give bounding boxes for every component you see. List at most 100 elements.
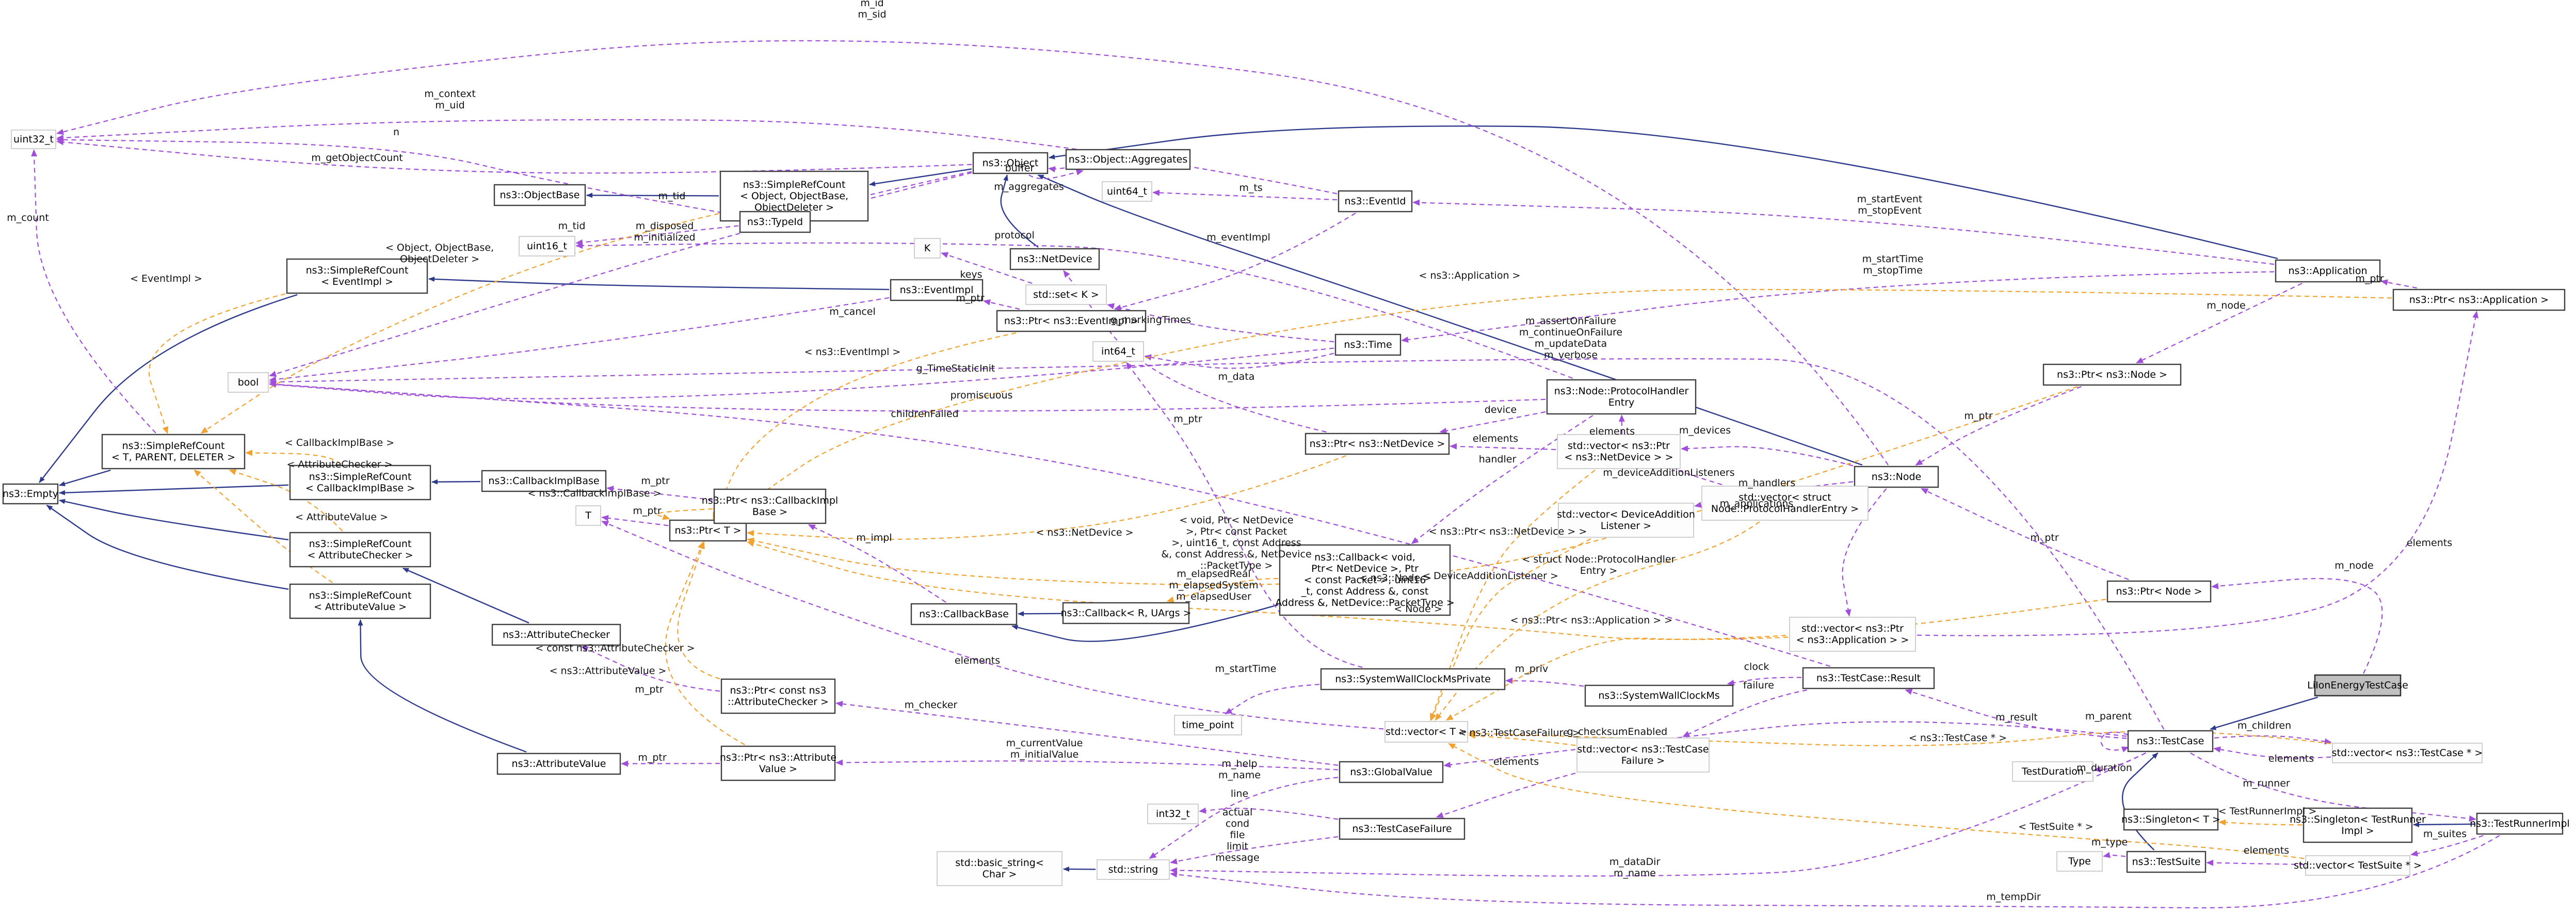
edge-label-constns3AttributeChecker: < const ns3::AttributeChecker > bbox=[535, 643, 695, 654]
node-t[interactable]: T bbox=[575, 505, 601, 526]
node-vec_t[interactable]: std::vector< T > bbox=[1384, 721, 1468, 743]
node-tcfailure[interactable]: ns3::TestCaseFailure bbox=[1339, 817, 1466, 840]
node-eventimpl[interactable]: ns3::EventImpl bbox=[890, 279, 984, 301]
node-set_k[interactable]: std::set< K > bbox=[1025, 284, 1107, 305]
node-ptr_node_b[interactable]: ns3::Ptr< Node > bbox=[2106, 580, 2212, 603]
edge-vec_ptrapp-vec_t bbox=[1445, 636, 1789, 721]
edge-src_ei-empty bbox=[39, 294, 298, 483]
node-bool[interactable]: bool bbox=[228, 372, 269, 393]
svg-text:std::vector< ns3::TestCase * >: std::vector< ns3::TestCase * > bbox=[2332, 747, 2483, 759]
node-typeid[interactable]: ns3::TypeId bbox=[739, 211, 811, 233]
node-ptr_netdevice[interactable]: ns3::Ptr< ns3::NetDevice > bbox=[1305, 432, 1450, 455]
node-string[interactable]: std::string bbox=[1097, 859, 1170, 880]
edge-application-ptr_node bbox=[2136, 283, 2303, 363]
node-uint32[interactable]: uint32_t bbox=[11, 130, 56, 149]
svg-text:ns3::Application: ns3::Application bbox=[2289, 265, 2368, 277]
edge-label-m_type: m_type bbox=[2091, 837, 2128, 848]
edge-vec_ptrapp-ptr_app bbox=[1917, 311, 2479, 636]
node-src_t[interactable]: ns3::SimpleRefCount< T, PARENT, DELETER … bbox=[101, 434, 246, 470]
node-empty[interactable]: ns3::Empty bbox=[2, 483, 59, 505]
svg-text:std::vector< T >: std::vector< T > bbox=[1386, 726, 1467, 737]
node-type[interactable]: Type bbox=[2056, 851, 2103, 872]
edge-ptr_cac-ptr_t bbox=[677, 541, 720, 680]
svg-text:ns3::SimpleRefCount< T, PARENT: ns3::SimpleRefCount< T, PARENT, DELETER … bbox=[111, 440, 235, 463]
node-time[interactable]: ns3::Time bbox=[1334, 333, 1402, 356]
edge-testsuite-type bbox=[2103, 852, 2126, 858]
node-liion[interactable]: LiIonEnergyTestCase bbox=[2307, 674, 2408, 697]
edge-label-TestRunnerImpl: < TestRunnerImpl > bbox=[2218, 806, 2317, 817]
node-vec_ptrapp[interactable]: std::vector< ns3::Ptr< ns3::Application … bbox=[1789, 617, 1916, 652]
node-testduration[interactable]: TestDuration bbox=[2012, 761, 2094, 782]
edge-src_ei-src_t bbox=[148, 293, 286, 434]
node-netdevice[interactable]: ns3::NetDevice bbox=[1009, 248, 1100, 270]
node-attrchecker[interactable]: ns3::AttributeChecker bbox=[491, 623, 621, 646]
node-ptr_app[interactable]: ns3::Ptr< ns3::Application > bbox=[2392, 288, 2566, 311]
edge-label-ns3TestCase: < ns3::TestCase * > bbox=[1909, 732, 2007, 744]
node-src_ac[interactable]: ns3::SimpleRefCount< AttributeChecker > bbox=[289, 532, 431, 568]
node-int32[interactable]: int32_t bbox=[1147, 804, 1199, 824]
svg-text:ns3::Ptr< ns3::EventImpl >: ns3::Ptr< ns3::EventImpl > bbox=[1004, 315, 1138, 327]
edge-label-handler: handler bbox=[1479, 454, 1517, 465]
node-testcase[interactable]: ns3::TestCase bbox=[2127, 730, 2214, 752]
node-src_av[interactable]: ns3::SimpleRefCount< AttributeValue > bbox=[289, 583, 431, 619]
node-node[interactable]: ns3::Node bbox=[1854, 466, 1939, 488]
node-src_ei[interactable]: ns3::SimpleRefCount< EventImpl > bbox=[286, 258, 428, 294]
svg-text:ns3::TestSuite: ns3::TestSuite bbox=[2132, 856, 2201, 868]
edge-globalvalue-ptr_av bbox=[835, 759, 1339, 771]
edge-typeid-uint16 bbox=[575, 225, 739, 246]
node-swcmp[interactable]: ns3::SystemWallClockMsPrivate bbox=[1320, 668, 1506, 691]
node-application[interactable]: ns3::Application bbox=[2275, 259, 2381, 283]
node-basic_string[interactable]: std::basic_string<Char > bbox=[937, 851, 1062, 886]
edge-src_obj-src_t bbox=[200, 213, 719, 434]
edge-vec_t-t bbox=[601, 521, 1384, 730]
node-object[interactable]: ns3::Object bbox=[972, 152, 1049, 174]
node-src_cib[interactable]: ns3::SimpleRefCount< CallbackImplBase > bbox=[289, 464, 431, 501]
node-bigcb[interactable]: ns3::Callback< void,Ptr< NetDevice >, Pt… bbox=[1275, 544, 1455, 616]
node-ptr_cac[interactable]: ns3::Ptr< const ns3::AttributeChecker > bbox=[720, 678, 836, 714]
svg-text:ns3::SimpleRefCount< CallbackI: ns3::SimpleRefCount< CallbackImplBase > bbox=[305, 471, 415, 494]
edge-ptr_netdevice-ptr_t bbox=[747, 455, 1346, 540]
node-testrunnerimpl[interactable]: ns3::TestRunnerImpl bbox=[2470, 812, 2570, 835]
edge-label-AttributeChecker: < AttributeChecker > bbox=[286, 459, 392, 470]
node-vec_tcptr[interactable]: std::vector< ns3::TestCase * > bbox=[2332, 743, 2483, 763]
edge-label-m_runner: m_runner bbox=[2243, 778, 2290, 789]
node-singleton_t[interactable]: ns3::Singleton< T > bbox=[2121, 808, 2220, 831]
node-uint16[interactable]: uint16_t bbox=[519, 236, 575, 256]
node-eventid[interactable]: ns3::EventId bbox=[1338, 190, 1413, 213]
node-testsuite[interactable]: ns3::TestSuite bbox=[2126, 851, 2207, 873]
node-callback_r[interactable]: ns3::Callback< R, UArgs > bbox=[1061, 602, 1192, 624]
node-ptr_node[interactable]: ns3::Ptr< ns3::Node > bbox=[2042, 363, 2182, 386]
svg-text:std::set< K >: std::set< K > bbox=[1033, 289, 1099, 300]
edge-tc_result-vec_tcf bbox=[1682, 689, 1807, 737]
edge-testcase-testduration bbox=[2094, 752, 2146, 773]
svg-text:ns3::Callback< void,Ptr< NetDe: ns3::Callback< void,Ptr< NetDevice >, Pt… bbox=[1275, 552, 1455, 608]
node-uint64[interactable]: uint64_t bbox=[1102, 181, 1152, 202]
node-k[interactable]: K bbox=[914, 238, 941, 259]
node-tc_result[interactable]: ns3::TestCase::Result bbox=[1802, 667, 1935, 689]
edge-eventid-ptr_eventimpl bbox=[1114, 213, 1356, 311]
node-cib[interactable]: ns3::CallbackImplBase bbox=[481, 470, 607, 492]
node-int64[interactable]: int64_t bbox=[1092, 341, 1144, 362]
edge-label-m_tid: m_tid bbox=[658, 190, 686, 202]
node-ptr_eventimpl[interactable]: ns3::Ptr< ns3::EventImpl > bbox=[996, 310, 1147, 332]
node-attrvalue[interactable]: ns3::AttributeValue bbox=[496, 752, 621, 775]
node-globalvalue[interactable]: ns3::GlobalValue bbox=[1339, 761, 1444, 783]
node-vec_ptrnd[interactable]: std::vector< ns3::Ptr< ns3::NetDevice > … bbox=[1557, 434, 1681, 469]
svg-text:ns3::AttributeChecker: ns3::AttributeChecker bbox=[503, 629, 610, 640]
node-callbackbase[interactable]: ns3::CallbackBase bbox=[910, 603, 1018, 626]
node-aggregates[interactable]: ns3::Object::Aggregates bbox=[1065, 149, 1191, 170]
node-vec_testsuite[interactable]: std::vector< TestSuite * > bbox=[2294, 855, 2422, 876]
node-objectbase[interactable]: ns3::ObjectBase bbox=[493, 184, 586, 206]
svg-text:ns3::EventId: ns3::EventId bbox=[1345, 196, 1406, 207]
node-time_point[interactable]: time_point bbox=[1174, 715, 1242, 735]
node-swcm[interactable]: ns3::SystemWallClockMs bbox=[1584, 684, 1734, 707]
edge-label-m_parent: m_parent bbox=[2085, 711, 2132, 722]
